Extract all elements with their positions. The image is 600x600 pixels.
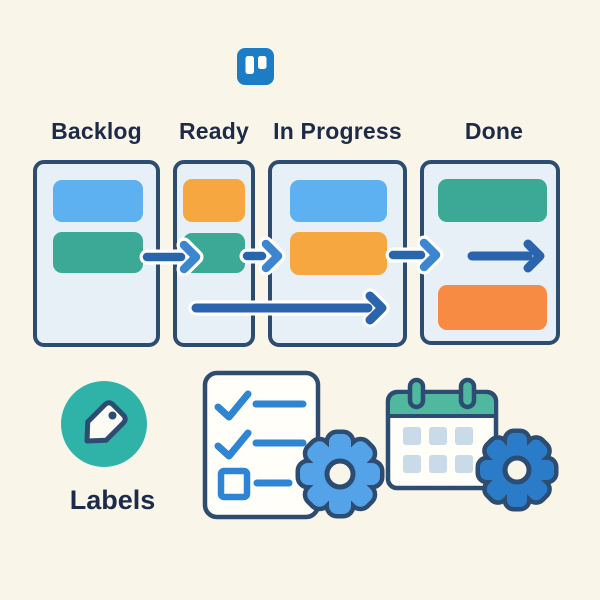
calendar-icon	[385, 377, 499, 491]
column-title-backlog: Backlog	[51, 118, 142, 144]
card	[290, 180, 387, 222]
trello-board-icon	[237, 48, 274, 85]
column-title-in-progress: In Progress	[273, 118, 402, 144]
gear-icon	[475, 428, 559, 512]
tag-icon	[84, 400, 128, 444]
card	[438, 179, 547, 222]
column-backlog	[33, 160, 160, 347]
card	[438, 285, 547, 330]
column-ready	[173, 160, 255, 347]
checklist-icon	[202, 370, 321, 520]
card	[53, 232, 143, 273]
card	[183, 233, 245, 273]
column-title-done: Done	[464, 118, 524, 144]
labels-caption: Labels	[69, 485, 156, 515]
labels-badge	[61, 381, 147, 467]
column-title-ready: Ready	[178, 118, 250, 144]
column-done	[420, 160, 560, 345]
card	[53, 180, 143, 222]
gear-icon	[295, 429, 385, 519]
card	[183, 179, 245, 222]
column-in-progress	[268, 160, 407, 347]
card	[290, 232, 387, 275]
